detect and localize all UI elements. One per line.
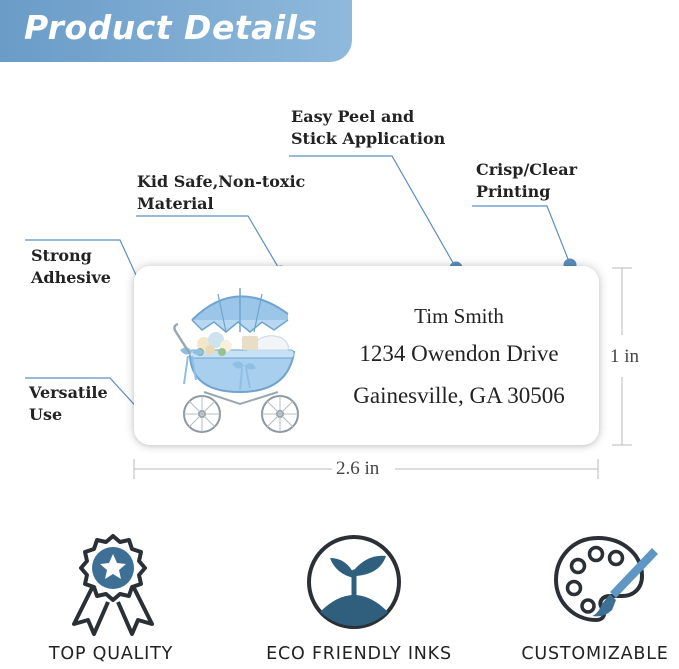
header-banner: Product Details	[0, 0, 352, 62]
label-name: Tim Smith	[414, 304, 504, 328]
feature-top-quality: TOP QUALITY	[48, 644, 174, 664]
height-dimension: 1 in	[610, 346, 640, 367]
kid-safe-leader	[136, 215, 282, 273]
palette-brush-icon	[553, 535, 658, 623]
easy-peel-leader	[289, 155, 457, 269]
page-title: Product Details	[24, 8, 318, 47]
baby-carriage-icon	[173, 288, 299, 433]
callout-strong-adhesive: Strong Adhesive	[31, 246, 111, 287]
callout-versatile-use: Versatile Use	[29, 383, 108, 424]
sprout-icon	[307, 535, 401, 629]
award-ribbon-icon	[72, 534, 154, 636]
callout-crisp-clear: Crisp/Clear Printing	[476, 160, 578, 201]
label-street: 1234 Owendon Drive	[359, 341, 559, 366]
feature-eco-friendly-inks: ECO FRIENDLY INKS	[266, 644, 452, 664]
crisp-leader	[472, 205, 571, 265]
callout-kid-safe: Kid Safe,Non-toxic Material	[137, 172, 306, 213]
width-dimension: 2.6 in	[336, 458, 380, 479]
callout-easy-peel: Easy Peel and Stick Application	[291, 107, 446, 148]
address-label: Tim Smith 1234 Owendon Drive Gainesville…	[134, 266, 599, 445]
label-city: Gainesville, GA 30506	[353, 383, 565, 408]
feature-customizable: CUSTOMIZABLE	[521, 644, 669, 664]
